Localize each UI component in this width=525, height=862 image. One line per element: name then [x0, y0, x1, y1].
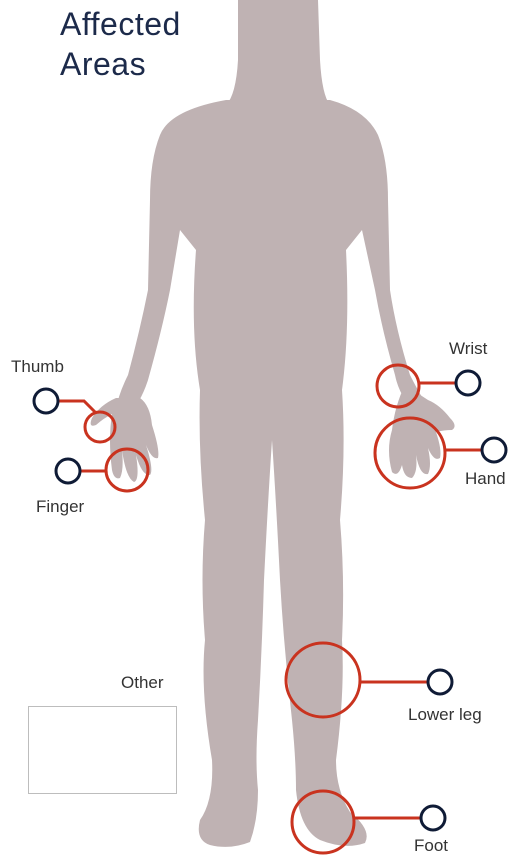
- foot-selector[interactable]: [421, 806, 445, 830]
- thumb-selector[interactable]: [34, 389, 58, 413]
- lower-leg-label: Lower leg: [408, 705, 482, 725]
- thumb-connector: [58, 401, 96, 413]
- foot-label: Foot: [414, 836, 448, 856]
- wrist-label: Wrist: [449, 339, 487, 359]
- finger-selector[interactable]: [56, 459, 80, 483]
- other-label: Other: [121, 673, 164, 693]
- thumb-label: Thumb: [11, 357, 64, 377]
- other-input-box[interactable]: [28, 706, 177, 794]
- hand-label: Hand: [465, 469, 506, 489]
- hand-selector[interactable]: [482, 438, 506, 462]
- lower-leg-selector[interactable]: [428, 670, 452, 694]
- finger-label: Finger: [36, 497, 84, 517]
- wrist-selector[interactable]: [456, 371, 480, 395]
